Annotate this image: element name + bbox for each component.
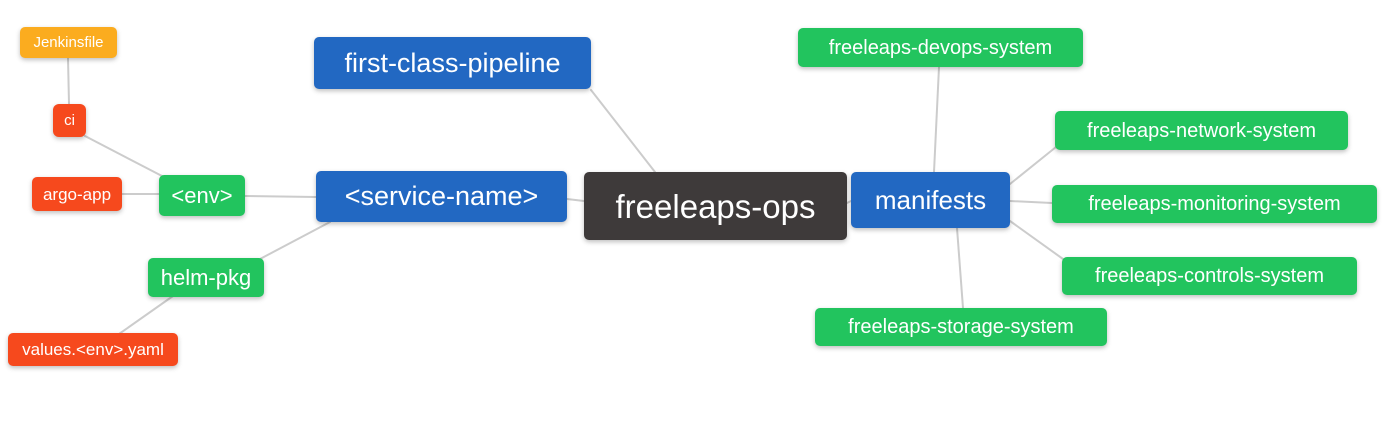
edge-manifests-to-network-system [1009,146,1057,185]
node-freeleaps-storage-system[interactable]: freeleaps-storage-system [815,308,1107,346]
edge-service-name-to-env [244,195,317,198]
edge-service-name-to-helm-pkg [259,221,331,260]
edge-manifests-to-monitoring-system [1009,200,1053,204]
edge-manifests-to-controls-system [1009,220,1064,260]
node-freeleaps-devops-system[interactable]: freeleaps-devops-system [798,28,1083,67]
node-ci[interactable]: ci [53,104,86,137]
node-manifests[interactable]: manifests [851,172,1010,228]
edge-ci-to-jenkinsfile [67,57,70,105]
edge-ops-to-manifests [846,200,852,204]
node-service-name[interactable]: <service-name> [316,171,567,222]
node-jenkinsfile[interactable]: Jenkinsfile [20,27,117,58]
edge-env-to-ci [84,135,163,177]
node-freeleaps-ops[interactable]: freeleaps-ops [584,172,847,240]
edge-manifests-to-storage-system [956,227,964,309]
edge-ops-to-first-class-pipeline [590,89,656,173]
edge-helm-pkg-to-values-env-yaml [118,295,174,335]
node-freeleaps-monitoring-system[interactable]: freeleaps-monitoring-system [1052,185,1377,223]
node-freeleaps-controls-system[interactable]: freeleaps-controls-system [1062,257,1357,295]
edge-manifests-to-devops-system [933,66,940,173]
node-env[interactable]: <env> [159,175,245,216]
node-values-env-yaml[interactable]: values.<env>.yaml [8,333,178,366]
edge-ops-to-service-name [566,198,585,202]
node-freeleaps-network-system[interactable]: freeleaps-network-system [1055,111,1348,150]
node-first-class-pipeline[interactable]: first-class-pipeline [314,37,591,89]
node-argo-app[interactable]: argo-app [32,177,122,211]
node-helm-pkg[interactable]: helm-pkg [148,258,264,297]
